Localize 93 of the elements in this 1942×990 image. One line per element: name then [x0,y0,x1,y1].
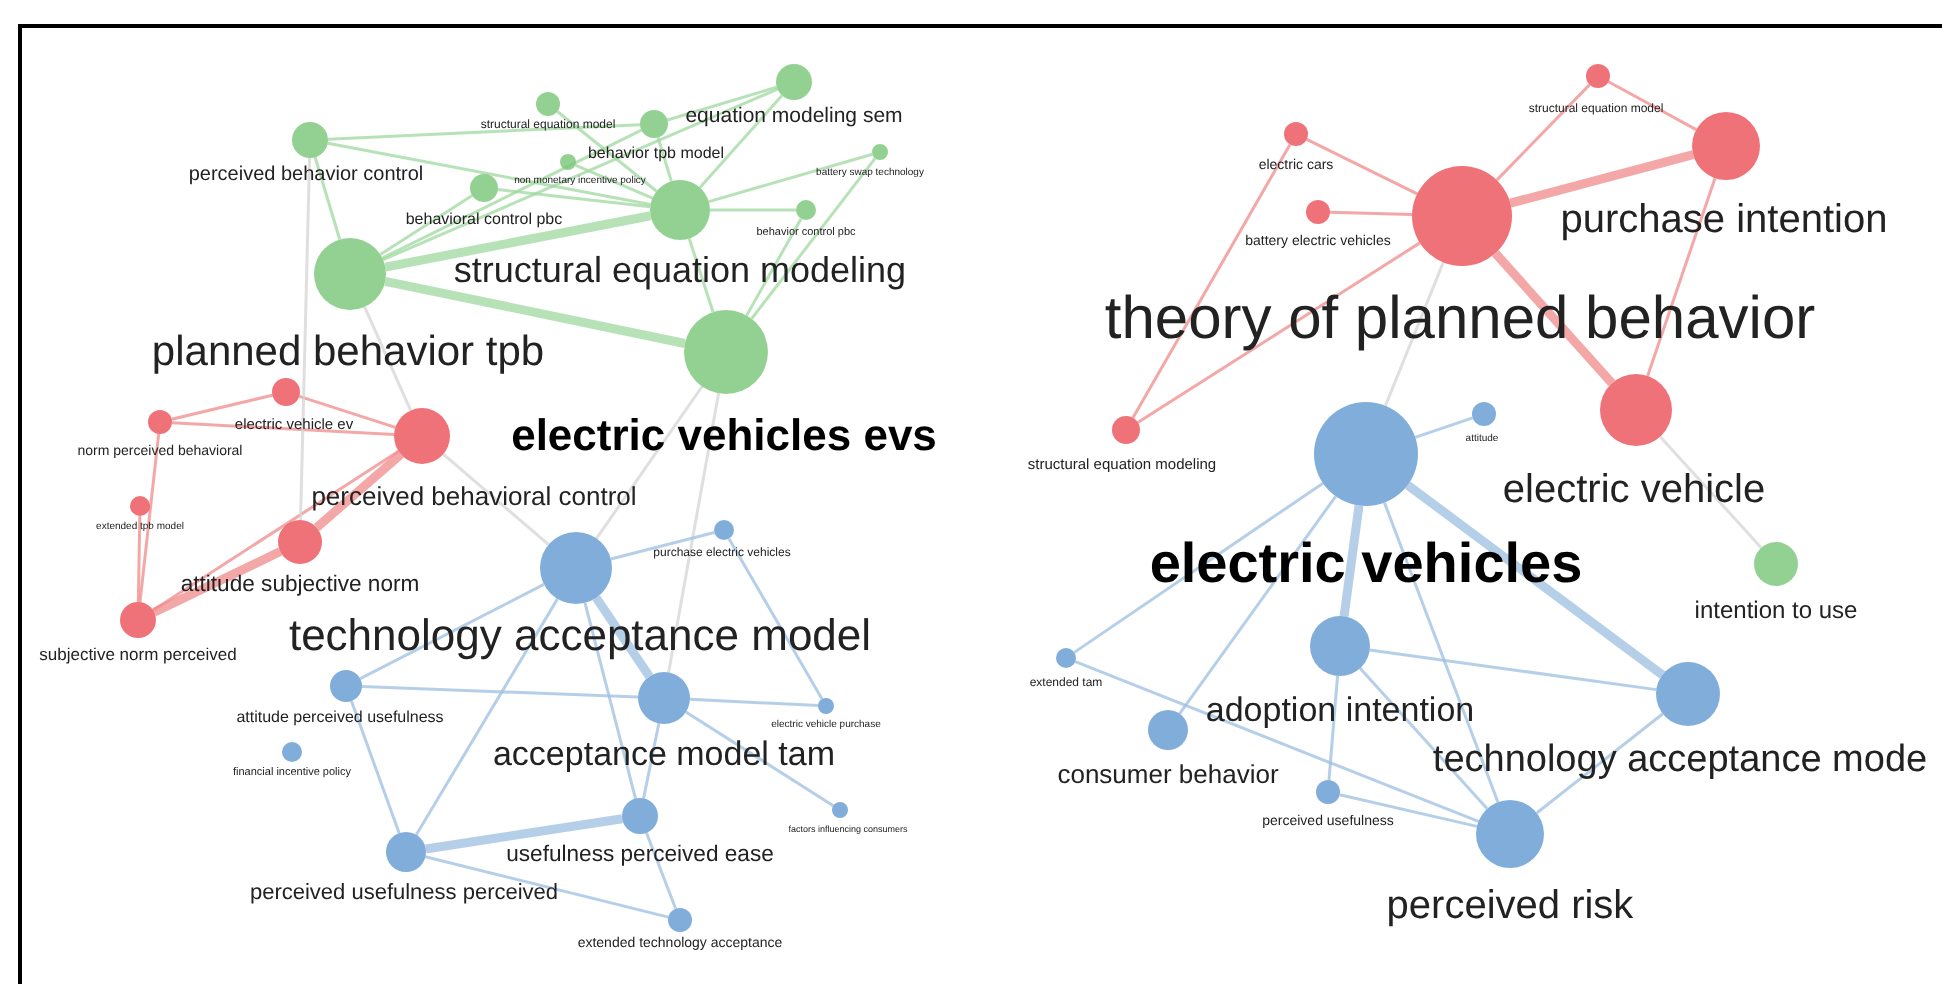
connection-line [138,433,161,603]
node-label: subjective norm perceived [39,645,237,663]
connection-line [592,595,654,679]
node-label: consumer behavior [1057,761,1279,787]
node-label: technology acceptance model [288,614,872,658]
connection-line [708,152,873,204]
connection-line [1359,667,1489,810]
connection-line [299,157,312,521]
connection-line [171,421,395,436]
connection-line [556,110,658,193]
connection-line [687,238,715,313]
node-label: perceived risk [1386,886,1634,926]
node-label: perceived behavioral control [311,483,637,509]
connection-line [425,855,669,919]
connection-line [384,276,686,348]
connection-line [1178,495,1337,715]
connection-line [710,208,796,212]
node-label: adoption intention [1205,693,1475,727]
connection-line [1659,435,1763,549]
node-label: attitude perceived usefulness [236,710,444,726]
connection-line [136,515,142,603]
connection-line [1131,143,1292,419]
connection-line [1306,137,1418,196]
connection-line [152,449,400,612]
connection-line [381,128,643,260]
connection-line [689,697,819,708]
node-label: behavior tpb model [587,146,725,162]
connection-line [656,136,673,182]
connection-line [1646,177,1717,377]
connection-line [642,723,661,799]
connection-line [1073,482,1324,654]
connection-line [497,188,651,209]
node-label: equation modeling sem [685,105,903,127]
connection-line [1137,241,1421,424]
connection-line [750,157,877,320]
node-label: behavioral control pbc [405,212,563,228]
connection-line [1339,793,1478,828]
connection-line [1383,502,1500,803]
connection-line [1414,416,1474,439]
connection-line [1405,481,1666,679]
connection-line [425,814,623,854]
node-label: attitude subjective norm [180,574,420,598]
connection-line [379,194,474,256]
connection-line [595,385,704,540]
node-label: usefulness perceived ease [506,844,774,868]
connection-line [666,85,778,122]
node-label: purchase intention [1560,200,1888,240]
connection-line [298,394,396,429]
node-label: electric vehicles evs [511,414,937,458]
connection-line [442,453,550,546]
connection-line [313,156,342,240]
connection-line [745,217,803,317]
connection-line [359,583,545,681]
node-label: electric vehicles [1149,536,1583,592]
connection-line [1607,80,1697,131]
connection-line [1495,83,1591,182]
connection-line [645,832,678,910]
connection-line [1339,504,1364,617]
node-label: perceived usefulness perceived [249,883,559,905]
node-label: technology acceptance mode [1432,741,1928,779]
connection-line [382,87,779,262]
connection-line [327,141,651,206]
connection-line [152,547,283,617]
connection-line [415,598,559,836]
connection-line [361,685,639,699]
node-label: acceptance model tam [492,737,836,771]
connection-line [313,450,404,531]
node-label: intention to use [1694,598,1858,622]
connection-line [1327,675,1340,781]
connection-line [1369,648,1657,692]
connection-line [384,211,652,272]
node-label: structural equation modeling [453,252,907,288]
connection-line [1329,210,1413,217]
connection-line [1074,660,1479,823]
node-label: planned behavior tpb [151,331,545,373]
node-label: perceived behavior control [188,166,424,186]
connection-line [1509,150,1695,208]
connection-line [171,393,273,421]
node-label: electric vehicle [1502,470,1766,510]
connection-line [1535,712,1664,815]
connection-line [574,163,653,200]
node-label: theory of planned behavior [1104,290,1816,350]
connection-line [583,602,637,799]
connection-line [1384,261,1445,407]
connection-line [327,123,641,141]
connection-line [1492,250,1616,387]
connection-line [350,700,401,834]
connection-line [685,710,835,807]
connection-line [667,393,721,673]
connection-line [727,537,824,700]
connection-line [610,531,715,561]
connection-line [698,94,784,189]
connection-line [363,306,412,411]
